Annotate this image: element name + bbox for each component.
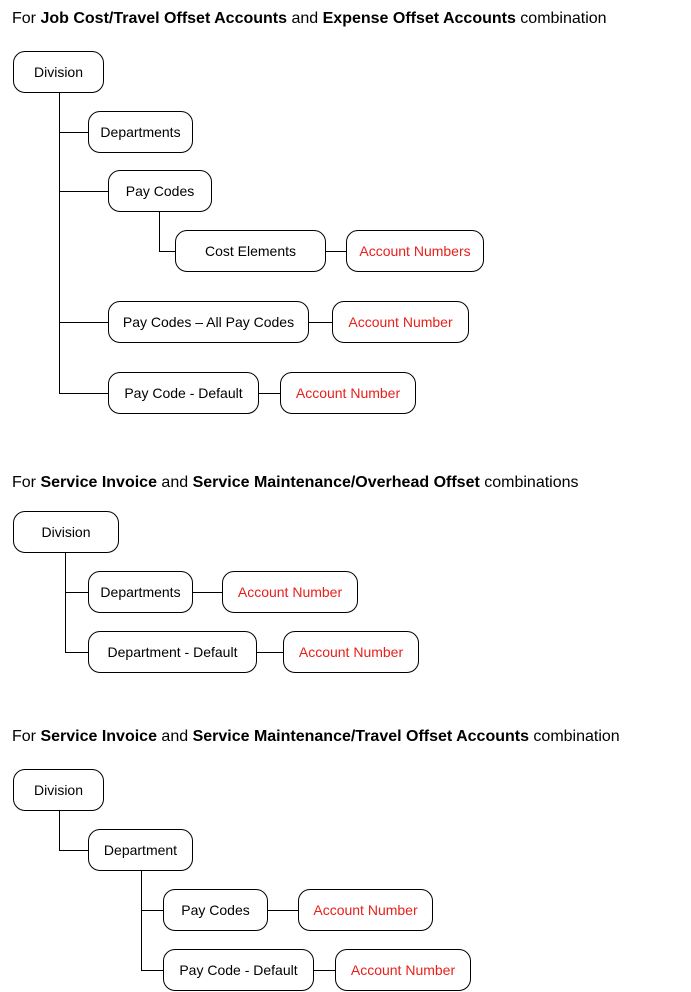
account-number-node: Account Number	[335, 949, 471, 991]
division-node: Division	[13, 511, 119, 553]
pay-code-default-node: Pay Code - Default	[163, 949, 314, 991]
heading-text: combination	[528, 728, 620, 745]
connector-line	[65, 592, 89, 593]
heading-text: For	[12, 474, 41, 491]
heading-bold-text: Service Invoice	[40, 474, 157, 491]
connector-line	[59, 191, 109, 192]
section1-heading: For Job Cost/Travel Offset Accounts and …	[12, 9, 607, 29]
department-default-node: Department - Default	[88, 631, 257, 673]
account-number-node: Account Number	[283, 631, 419, 673]
division-node: Division	[13, 51, 104, 93]
connector-line	[258, 393, 281, 394]
connector-line	[308, 322, 333, 323]
connector-line	[59, 393, 109, 394]
connector-line	[313, 970, 336, 971]
pay-codes-node: Pay Codes	[108, 170, 212, 212]
departments-node: Departments	[88, 111, 193, 153]
connector-line	[59, 850, 89, 851]
pay-codes-all-node: Pay Codes – All Pay Codes	[108, 301, 309, 343]
connector-line	[59, 92, 60, 394]
heading-text: combination	[515, 10, 607, 27]
connector-line	[65, 552, 66, 652]
heading-bold-text: Expense Offset Accounts	[322, 10, 516, 27]
account-numbers-node: Account Numbers	[346, 230, 484, 272]
heading-text: For	[12, 728, 41, 745]
pay-codes-node: Pay Codes	[163, 889, 268, 931]
connector-line	[159, 211, 160, 251]
account-number-node: Account Number	[280, 372, 416, 414]
section3-heading: For Service Invoice and Service Maintena…	[12, 727, 620, 747]
connector-line	[256, 652, 284, 653]
connector-line	[59, 810, 60, 850]
departments-node: Departments	[88, 571, 193, 613]
connector-line	[192, 592, 223, 593]
connector-line	[141, 910, 164, 911]
heading-bold-text: Service Maintenance/Overhead Offset	[192, 474, 480, 491]
account-number-node: Account Number	[332, 301, 469, 343]
account-number-node: Account Number	[222, 571, 358, 613]
connector-line	[59, 132, 89, 133]
connector-line	[325, 251, 347, 252]
heading-text: For	[12, 10, 41, 27]
heading-text: and	[287, 10, 323, 27]
connector-line	[159, 251, 176, 252]
division-node: Division	[13, 769, 104, 811]
cost-elements-node: Cost Elements	[175, 230, 326, 272]
connector-line	[65, 652, 89, 653]
section2-heading: For Service Invoice and Service Maintena…	[12, 473, 579, 493]
account-number-node: Account Number	[298, 889, 433, 931]
pay-code-default-node: Pay Code - Default	[108, 372, 259, 414]
heading-bold-text: Job Cost/Travel Offset Accounts	[40, 10, 288, 27]
heading-bold-text: Service Invoice	[40, 728, 157, 745]
heading-text: combinations	[479, 474, 579, 491]
heading-text: and	[156, 728, 193, 745]
heading-bold-text: Service Maintenance/Travel Offset Accoun…	[192, 728, 529, 745]
connector-line	[141, 869, 142, 970]
connector-line	[141, 970, 164, 971]
connector-line	[267, 910, 299, 911]
department-node: Department	[88, 829, 193, 871]
heading-text: and	[156, 474, 193, 491]
connector-line	[59, 322, 109, 323]
